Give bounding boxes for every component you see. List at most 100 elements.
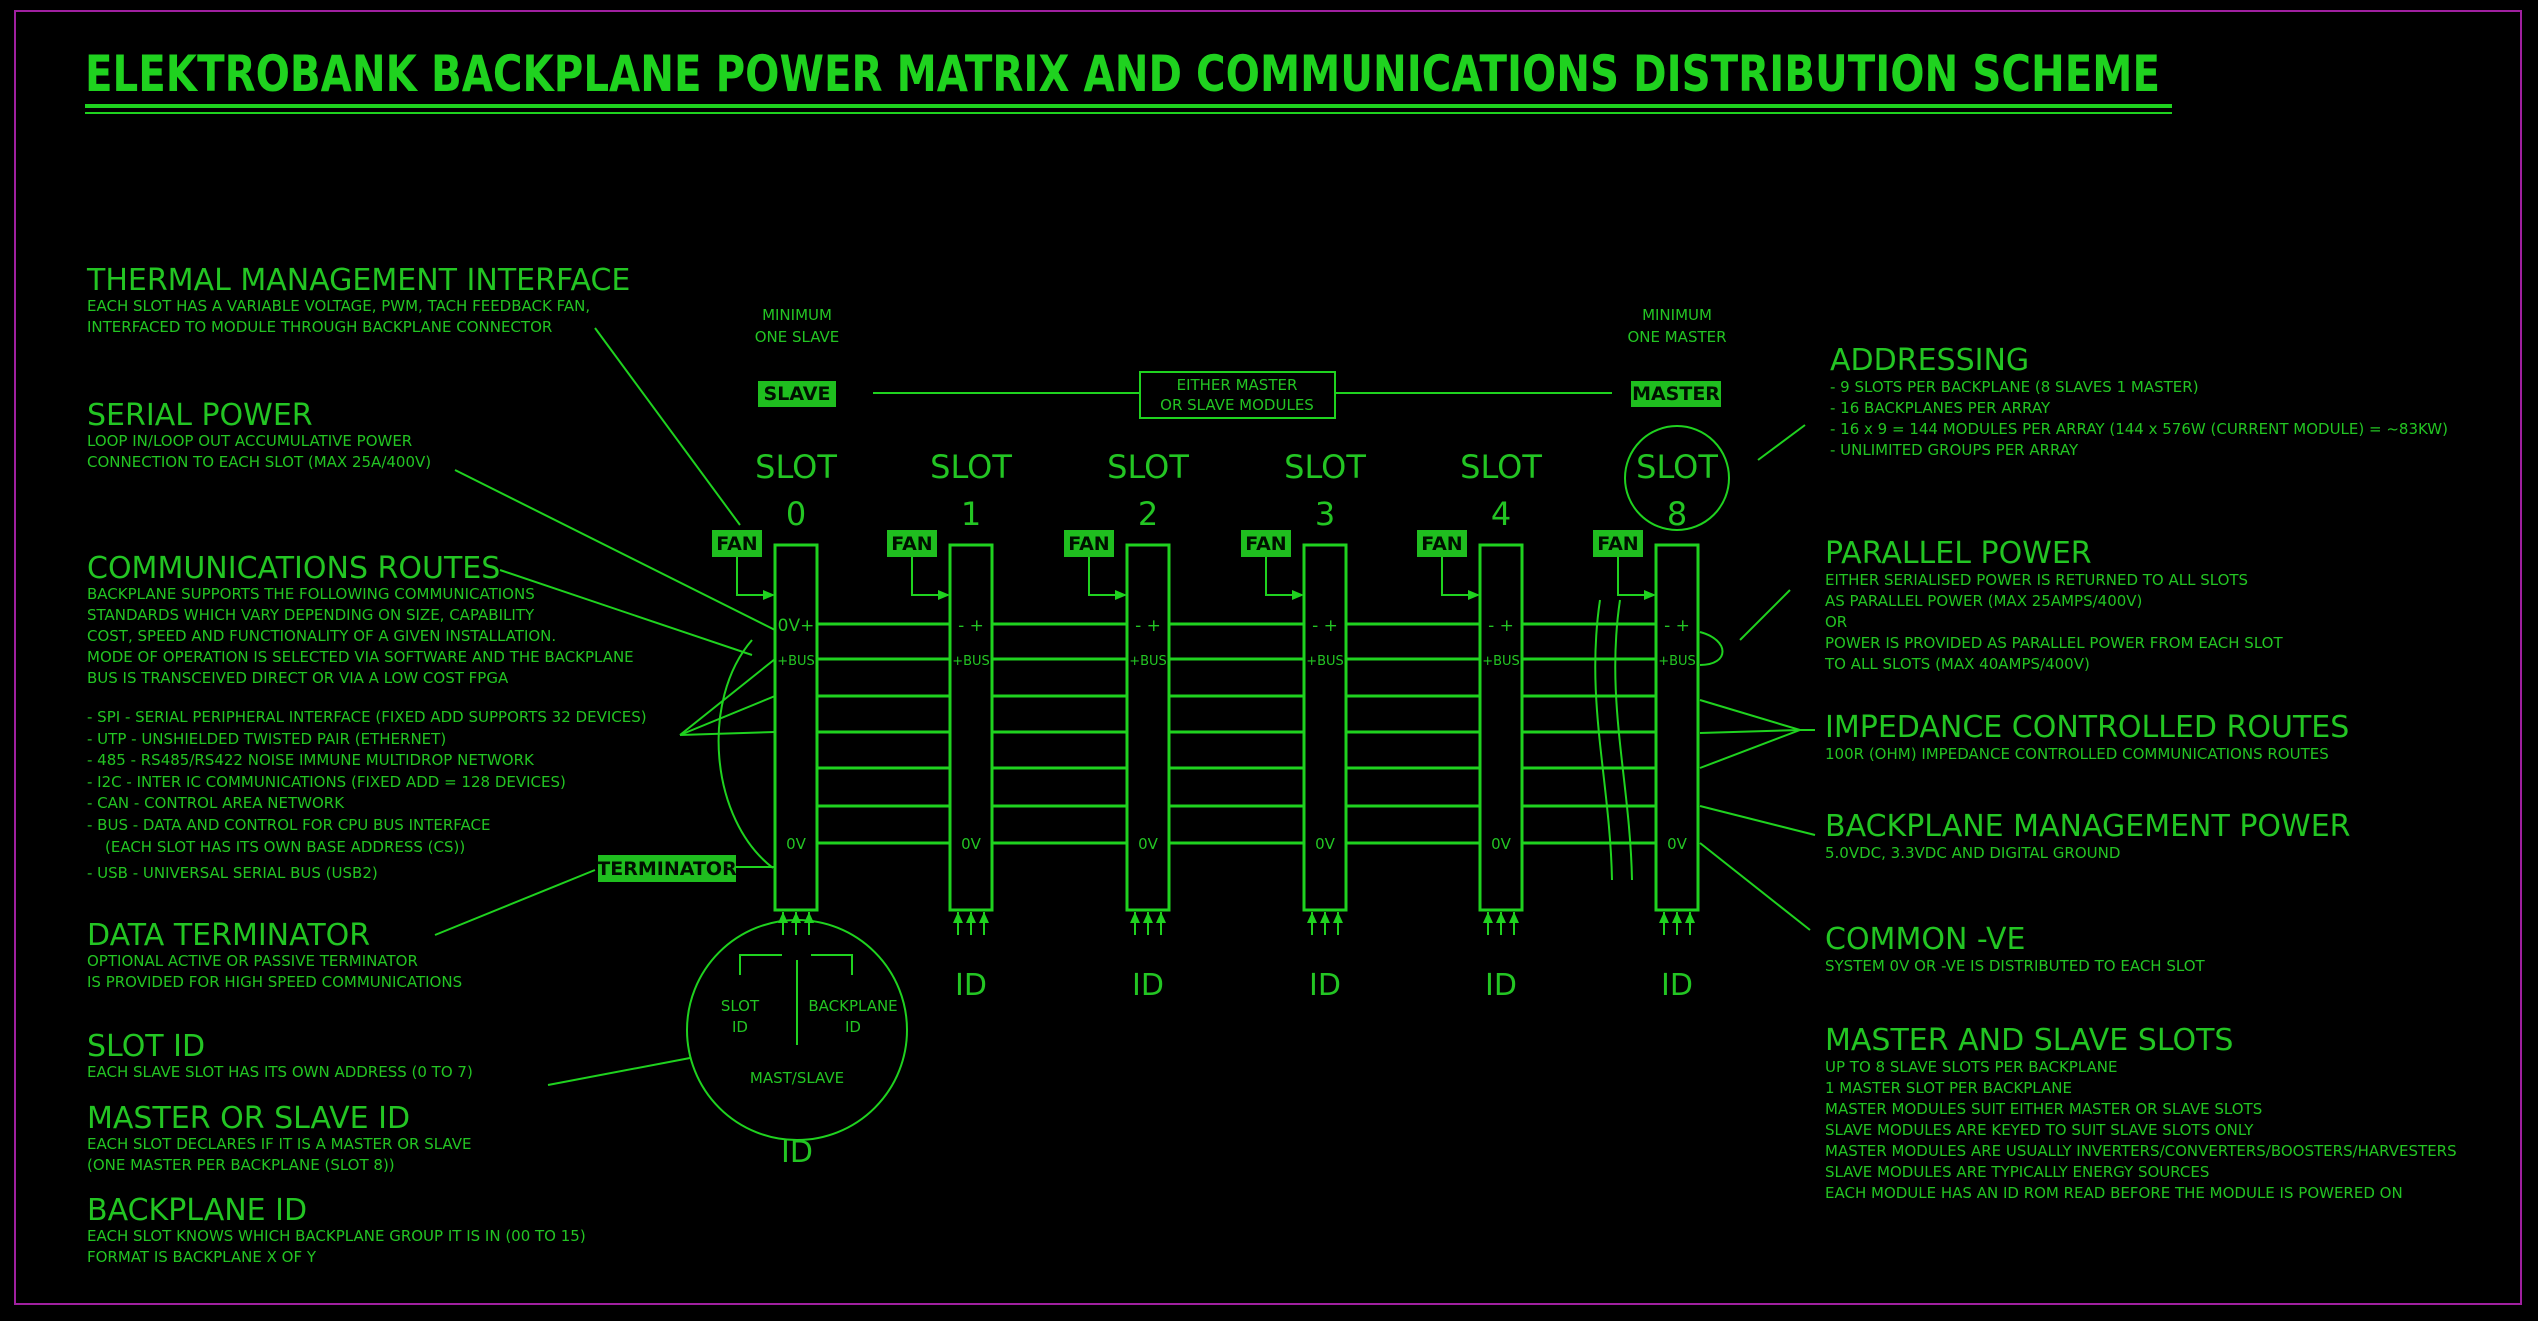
id-circle-mast-slave: MAST/SLAVE: [750, 1069, 844, 1087]
leader-slot-id: [547, 1057, 691, 1086]
id-circle-backplane-id: ID: [845, 1018, 861, 1036]
left-note-line-2-1: STANDARDS WHICH VARY DEPENDING ON SIZE, …: [87, 606, 535, 624]
fan-tag-8-box: [1593, 530, 1643, 557]
right-note-line-5-3: SLAVE MODULES ARE KEYED TO SUIT SLAVE SL…: [1825, 1121, 2254, 1139]
slot-number-2: 2: [1138, 495, 1158, 533]
id-arrowhead-1-2: [979, 912, 989, 923]
slot-connector-1: [948, 543, 994, 912]
fan-tag-2: FAN: [1068, 533, 1109, 555]
id-arrowhead-4-0: [1483, 912, 1493, 923]
right-note-line-5-6: EACH MODULE HAS AN ID ROM READ BEFORE TH…: [1825, 1184, 2403, 1202]
slot-connector-3: [1302, 543, 1348, 912]
slot-connector-0: [773, 543, 819, 912]
fan-tag-4: FAN: [1421, 533, 1462, 555]
left-note-heading-2: COMMUNICATIONS ROUTES: [87, 551, 500, 586]
right-note-line-5-5: SLAVE MODULES ARE TYPICALLY ENERGY SOURC…: [1825, 1163, 2209, 1181]
id-arrowhead-1-0: [953, 912, 963, 923]
slot-power-pins-3: - +: [1312, 616, 1338, 636]
leader-terminator: [434, 869, 596, 936]
right-note-line-4-0: SYSTEM 0V OR -VE IS DISTRIBUTED TO EACH …: [1825, 957, 2205, 975]
leader-comm-list-1: [679, 695, 776, 736]
id-circle-backplane: BACKPLANE: [808, 997, 897, 1015]
id-arrowhead-8-1: [1672, 912, 1682, 923]
slot-bus-label-4: +BUS: [1482, 654, 1520, 669]
left-note-heading-6: BACKPLANE ID: [87, 1193, 307, 1228]
fan-tag-0-box: [712, 530, 762, 557]
leader-impedance-0: [1699, 699, 1801, 731]
id-arrowhead-8-0: [1659, 912, 1669, 923]
slot-0v-label-2: 0V: [1138, 835, 1159, 853]
right-note-line-5-2: MASTER MODULES SUIT EITHER MASTER OR SLA…: [1825, 1100, 2262, 1118]
leader-thermal: [594, 327, 741, 526]
slot-power-pins-8: - +: [1664, 616, 1690, 636]
id-circle: [686, 919, 908, 1141]
id-arrowhead-4-1: [1496, 912, 1506, 923]
left-note-line-2-0: BACKPLANE SUPPORTS THE FOLLOWING COMMUNI…: [87, 585, 535, 603]
slot-connector-8: [1654, 543, 1700, 912]
break-mark-right: [1614, 599, 1633, 881]
slot-label-1: SLOT: [930, 448, 1012, 486]
slot-0v-label-8: 0V: [1667, 835, 1688, 853]
leader-impedance-2: [1699, 729, 1801, 769]
id-arrowhead-2-0: [1130, 912, 1140, 923]
fan-link-3: [1265, 557, 1302, 596]
slave-tag-box: [758, 381, 836, 407]
left-note-heading-0: THERMAL MANAGEMENT INTERFACE: [86, 263, 630, 298]
slot-0v-label-1: 0V: [961, 835, 982, 853]
left-note-line-2-4: BUS IS TRANSCEIVED DIRECT OR VIA A LOW C…: [87, 669, 509, 687]
slot-id-label-8: ID: [1661, 968, 1693, 1003]
right-note-heading-1: PARALLEL POWER: [1825, 536, 2092, 571]
leader-impedance-1: [1699, 729, 1801, 734]
slot-id-label-2: ID: [1132, 968, 1164, 1003]
right-note-line-1-0: EITHER SERIALISED POWER IS RETURNED TO A…: [1825, 571, 2248, 589]
id-arrowhead-3-2: [1333, 912, 1343, 923]
comm-list-item-3: - I2C - INTER IC COMMUNICATIONS (FIXED A…: [87, 773, 566, 791]
leader-parallel-power: [1739, 589, 1791, 641]
leader-serial-power: [454, 469, 776, 631]
left-note-line-4-0: EACH SLAVE SLOT HAS ITS OWN ADDRESS (0 T…: [87, 1063, 473, 1081]
left-note-line-3-1: IS PROVIDED FOR HIGH SPEED COMMUNICATION…: [87, 973, 462, 991]
slot-id-label-4: ID: [1485, 968, 1517, 1003]
slot-0v-label-0: 0V: [786, 835, 807, 853]
fan-arrow-0: [763, 590, 775, 600]
right-note-line-2-0: 100R (OHM) IMPEDANCE CONTROLLED COMMUNIC…: [1825, 745, 2329, 763]
master-tag: MASTER: [1632, 383, 1720, 405]
id-circle-id-label: ID: [781, 1135, 813, 1170]
slot-connector-2: [1125, 543, 1171, 912]
left-note-line-2-2: COST, SPEED AND FUNCTIONALITY OF A GIVEN…: [87, 627, 556, 645]
min-master-line-2: ONE MASTER: [1627, 328, 1726, 346]
comm-list-item-6: (EACH SLOT HAS ITS OWN BASE ADDRESS (CS)…: [105, 838, 465, 856]
fan-arrow-8: [1644, 590, 1656, 600]
slot-bus-label-1: +BUS: [952, 654, 990, 669]
slot-number-4: 4: [1491, 495, 1511, 533]
slot-bus-label-2: +BUS: [1129, 654, 1167, 669]
comm-list-item-1: - UTP - UNSHIELDED TWISTED PAIR (ETHERNE…: [87, 730, 446, 748]
fan-link-1: [911, 557, 948, 596]
right-note-line-0-3: - UNLIMITED GROUPS PER ARRAY: [1830, 441, 2079, 459]
left-note-line-6-1: FORMAT IS BACKPLANE X OF Y: [87, 1248, 317, 1266]
right-note-heading-2: IMPEDANCE CONTROLLED ROUTES: [1825, 710, 2349, 745]
comm-list-item-2: - 485 - RS485/RS422 NOISE IMMUNE MULTIDR…: [87, 751, 535, 769]
fan-arrow-3: [1292, 590, 1304, 600]
id-arrowhead-4-2: [1509, 912, 1519, 923]
left-note-heading-5: MASTER OR SLAVE ID: [87, 1101, 410, 1136]
either-box: [1139, 371, 1336, 419]
left-note-line-0-1: INTERFACED TO MODULE THROUGH BACKPLANE C…: [87, 318, 552, 336]
fan-tag-3-box: [1241, 530, 1291, 557]
slot-power-pins-0: 0V+: [778, 616, 815, 636]
fan-link-0: [736, 557, 773, 596]
min-slave-line-1: MINIMUM: [762, 306, 832, 324]
comm-list-item-7: - USB - UNIVERSAL SERIAL BUS (USB2): [87, 864, 378, 882]
drawing-frame: [14, 10, 2522, 1305]
right-note-heading-5: MASTER AND SLAVE SLOTS: [1825, 1023, 2233, 1058]
fan-arrow-1: [938, 590, 950, 600]
id-arrowhead-3-0: [1307, 912, 1317, 923]
id-arrowhead-2-1: [1143, 912, 1153, 923]
slot-connector-4: [1478, 543, 1524, 912]
slot-power-pins-4: - +: [1488, 616, 1514, 636]
right-note-line-1-4: TO ALL SLOTS (MAX 40AMPS/400V): [1824, 655, 2090, 673]
serial-power-loop: [717, 639, 774, 869]
slot-bus-label-8: +BUS: [1658, 654, 1696, 669]
slot-bus-label-3: +BUS: [1306, 654, 1344, 669]
